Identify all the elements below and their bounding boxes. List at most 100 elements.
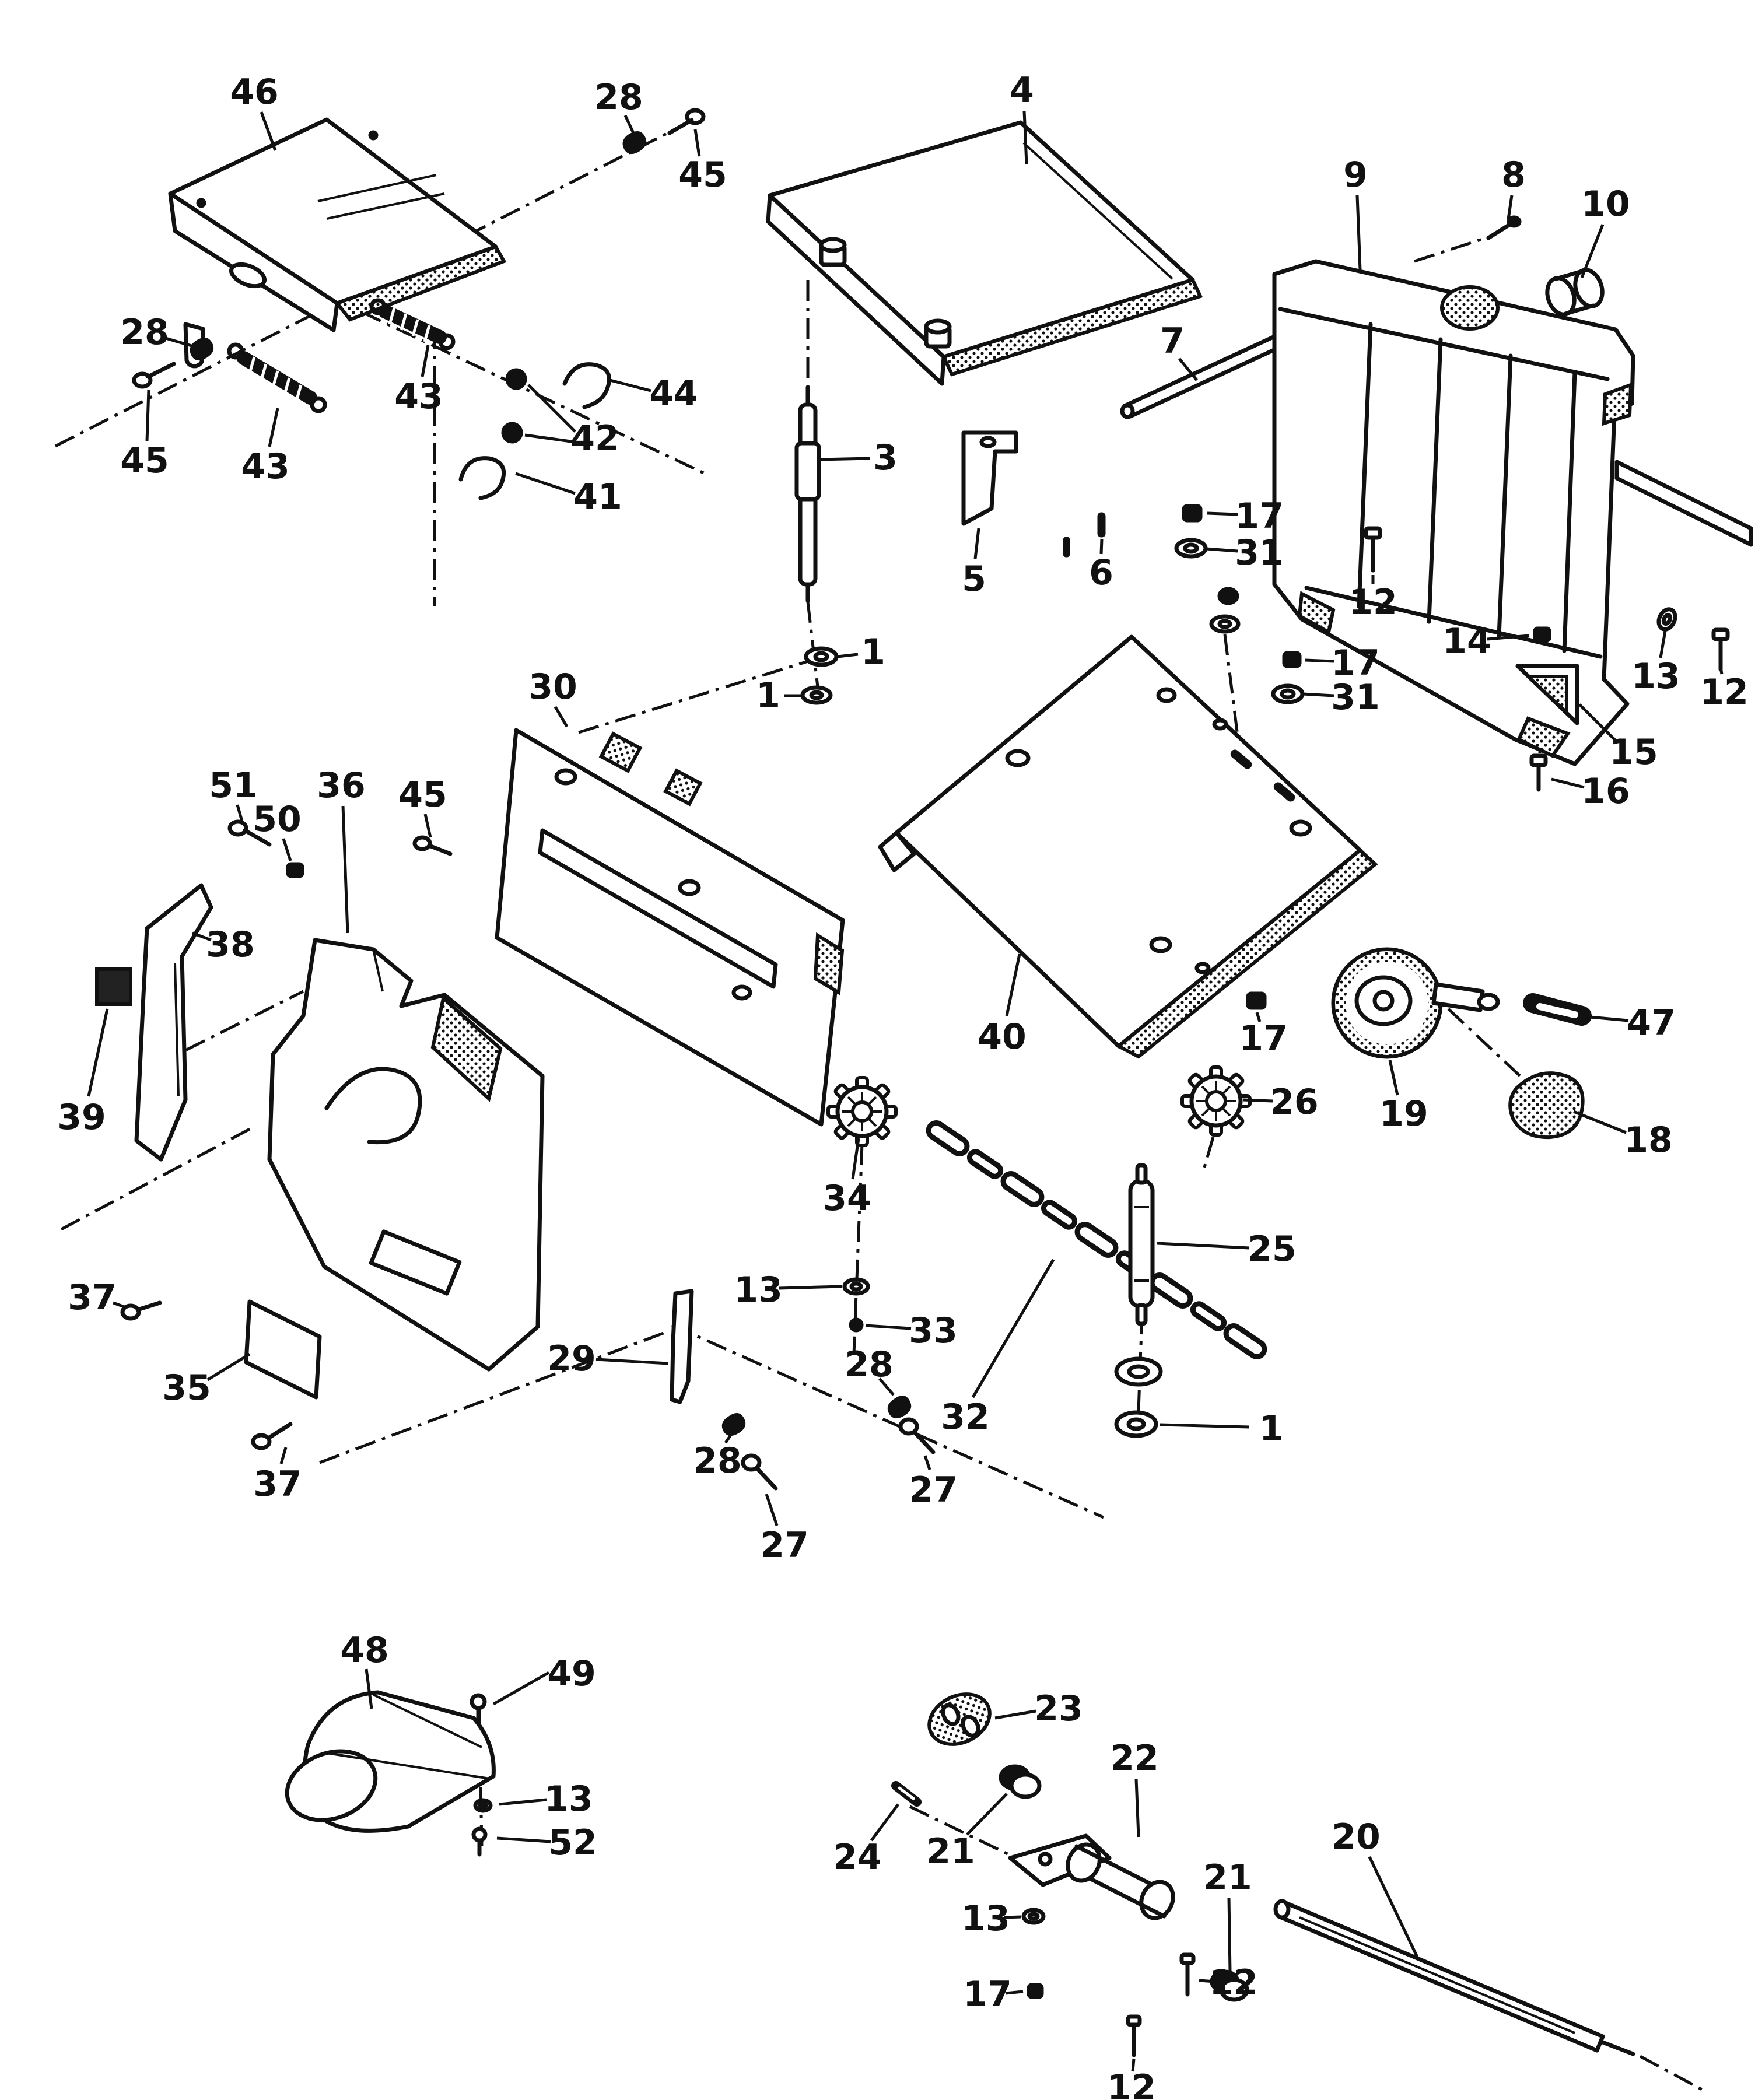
- spring-43-left: [227, 342, 327, 413]
- rod-20: [1273, 1899, 1635, 2056]
- washer-31-b: [1271, 683, 1305, 704]
- part-label-28-48: 28: [693, 1440, 742, 1481]
- part-label-34-41: 34: [822, 1178, 871, 1219]
- screw-45-mid: [412, 835, 453, 856]
- part-label-49-58: 49: [547, 1653, 596, 1694]
- part-label-17-21: 17: [1331, 643, 1380, 683]
- leader-line-13-59: [499, 1798, 547, 1806]
- sticker-35: [244, 1299, 322, 1400]
- clip-28-left: [132, 338, 214, 389]
- spring-43-right: [369, 298, 456, 350]
- pins-6: [1063, 512, 1106, 558]
- lever-22: [1008, 1833, 1175, 1920]
- part-label-25-43: 25: [1248, 1229, 1297, 1270]
- leader-line-17-68: [1005, 1990, 1024, 1995]
- leader-line-1-29: [837, 653, 859, 658]
- leader-line-21-63: [966, 1793, 1008, 1836]
- leader-line-12-69: [1199, 1979, 1216, 1983]
- part-label-27-49: 27: [760, 1525, 809, 1566]
- nut-17-mid: [1217, 587, 1239, 605]
- bushing-21-a: [999, 1764, 1042, 1799]
- pin-24: [891, 1781, 922, 1807]
- leader-line-52-60: [496, 1836, 551, 1843]
- part-label-4-3: 4: [1010, 70, 1034, 111]
- leader-line-13-44: [779, 1285, 843, 1290]
- part-label-46-0: 46: [230, 72, 279, 113]
- part-label-37-54: 37: [253, 1464, 302, 1505]
- leader-line-39-55: [87, 1008, 109, 1097]
- frame-36: [267, 938, 545, 1372]
- handwheel-19: [1331, 947, 1500, 1059]
- leader-line-45-2: [693, 129, 701, 157]
- part-label-28-8: 28: [120, 312, 169, 353]
- clip-28-c: [721, 1413, 746, 1436]
- leader-line-42-13: [527, 384, 576, 433]
- leader-line-12-25: [1719, 667, 1724, 675]
- leader-line-3-15: [818, 457, 871, 461]
- part-label-16-27: 16: [1581, 771, 1630, 812]
- part-label-28-1: 28: [594, 77, 643, 118]
- part-label-12-20: 12: [1348, 582, 1397, 623]
- leader-line-42-13: [524, 433, 576, 444]
- part-label-28-50: 28: [845, 1344, 894, 1385]
- balls-42: [501, 368, 527, 444]
- part-label-8-5: 8: [1501, 155, 1526, 195]
- clip-28-d: [887, 1396, 912, 1418]
- nut-13-f: [473, 1798, 493, 1813]
- washer-13-d: [842, 1277, 870, 1296]
- part-label-39-55: 39: [57, 1097, 106, 1138]
- bushing-21-b: [1210, 1969, 1249, 2002]
- part-label-31-22: 31: [1331, 677, 1380, 718]
- part-label-41-14: 41: [573, 476, 622, 517]
- part-label-12-70: 12: [1107, 2067, 1156, 2100]
- part-label-9-4: 9: [1343, 155, 1368, 195]
- leader-line-28-50: [878, 1377, 895, 1396]
- leader-line-22-64: [1134, 1778, 1140, 1838]
- leader-line-24-62: [870, 1803, 900, 1842]
- part-label-35-53: 35: [162, 1368, 211, 1408]
- part-label-29-47: 29: [547, 1338, 596, 1379]
- leader-line-29-47: [595, 1358, 669, 1365]
- screw-12-c: [1179, 1952, 1196, 1997]
- leader-line-45-9: [145, 389, 150, 441]
- plate-30: [495, 728, 845, 1127]
- part-label-1-30: 1: [756, 675, 780, 716]
- part-label-21-65: 21: [1203, 1857, 1252, 1898]
- leader-line-38-56: [192, 931, 212, 942]
- leader-line-46-0: [260, 111, 277, 151]
- washers-1-lower: [1114, 1356, 1163, 1438]
- part-label-24-62: 24: [833, 1837, 882, 1878]
- part-label-3-15: 3: [873, 437, 898, 478]
- leader-line-5-16: [973, 528, 980, 559]
- leader-line-28-48: [724, 1431, 734, 1444]
- screw-51: [227, 819, 272, 847]
- nut-17-e: [1027, 1983, 1044, 1999]
- leader-line-16-27: [1551, 777, 1585, 789]
- leader-line-17-36: [1255, 1012, 1262, 1022]
- part-label-1-29: 1: [861, 632, 885, 672]
- knob-18: [1508, 1071, 1585, 1140]
- part-label-33-45: 33: [909, 1310, 958, 1351]
- part-label-52-60: 52: [548, 1822, 597, 1863]
- leader-line-9-4: [1355, 195, 1362, 270]
- pin-47: [1523, 993, 1592, 1026]
- part-label-13-59: 13: [544, 1779, 593, 1819]
- leader-line-32-42: [971, 1258, 1055, 1398]
- part-label-37-52: 37: [68, 1277, 117, 1318]
- part-label-45-9: 45: [120, 440, 169, 481]
- table-4: [766, 120, 1203, 386]
- leader-line-28-1: [623, 114, 635, 134]
- leader-line-27-51: [923, 1455, 931, 1470]
- leader-line-1-46: [1159, 1423, 1250, 1429]
- bar-29: [670, 1289, 694, 1404]
- part-label-17-68: 17: [963, 1974, 1012, 2015]
- part-label-13-67: 13: [961, 1898, 1010, 1939]
- nut-17-a: [1182, 504, 1203, 523]
- leader-line-17-18: [1207, 511, 1238, 516]
- leader-line-19-38: [1388, 1060, 1399, 1096]
- leader-line-31-22: [1302, 692, 1334, 697]
- part-label-13-44: 13: [734, 1270, 783, 1310]
- leader-line-21-65: [1227, 1897, 1232, 1972]
- leader-line-35-53: [206, 1352, 251, 1382]
